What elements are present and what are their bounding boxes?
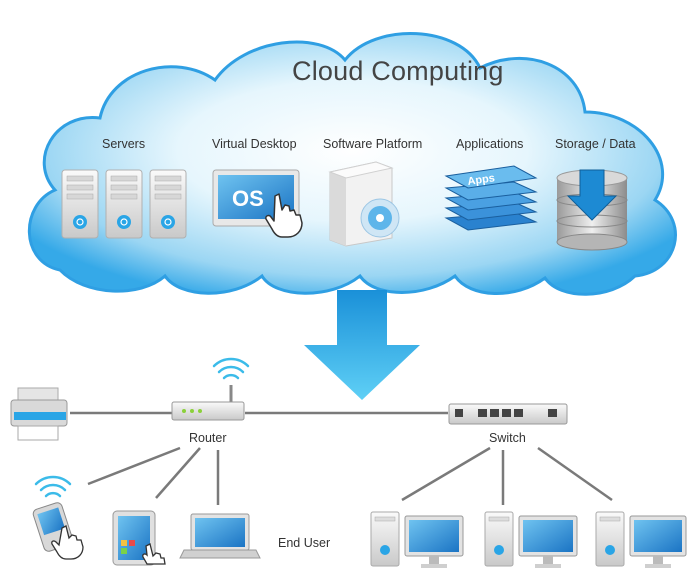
- wifi-icon: [212, 357, 250, 380]
- cloud-shape: [27, 32, 677, 296]
- server-icon: [61, 169, 187, 239]
- category-software-platform: Software Platform: [323, 137, 423, 151]
- category-servers: Servers: [102, 137, 146, 151]
- disc-icon: [360, 198, 400, 238]
- wifi-icon: [34, 475, 72, 498]
- network-links: [70, 411, 613, 505]
- desktop-computer-icon: [484, 511, 578, 568]
- hand-cursor-icon: [265, 193, 303, 238]
- category-storage: Storage / Data: [555, 137, 636, 151]
- router-icon: [171, 385, 245, 421]
- desktop-computer-icon: [595, 511, 687, 568]
- apps-label: Apps: [467, 172, 496, 188]
- link-router-pda: [87, 446, 181, 486]
- link-switch-pc3: [537, 446, 613, 502]
- desktop-computer-icon: [370, 511, 464, 568]
- category-virtual-desktop: Virtual Desktop: [212, 137, 297, 151]
- switch-label: Switch: [489, 431, 526, 445]
- tablet-icon: [112, 510, 166, 566]
- laptop-icon: [179, 513, 261, 559]
- link-switch-pc1: [401, 446, 491, 502]
- pda-icon: [32, 502, 84, 560]
- cloud-to-network-arrow: [304, 290, 420, 400]
- end-user-label: End User: [278, 536, 331, 550]
- apps-stack-icon: Apps: [444, 165, 538, 231]
- switch-icon: [448, 403, 568, 425]
- link-router-tablet: [155, 447, 201, 499]
- os-label: OS: [232, 186, 264, 211]
- category-applications: Applications: [456, 137, 524, 151]
- download-arrow-icon: [566, 169, 618, 221]
- diagram-title: Cloud Computing: [292, 56, 504, 86]
- router-label: Router: [189, 431, 227, 445]
- printer-icon: [10, 387, 68, 441]
